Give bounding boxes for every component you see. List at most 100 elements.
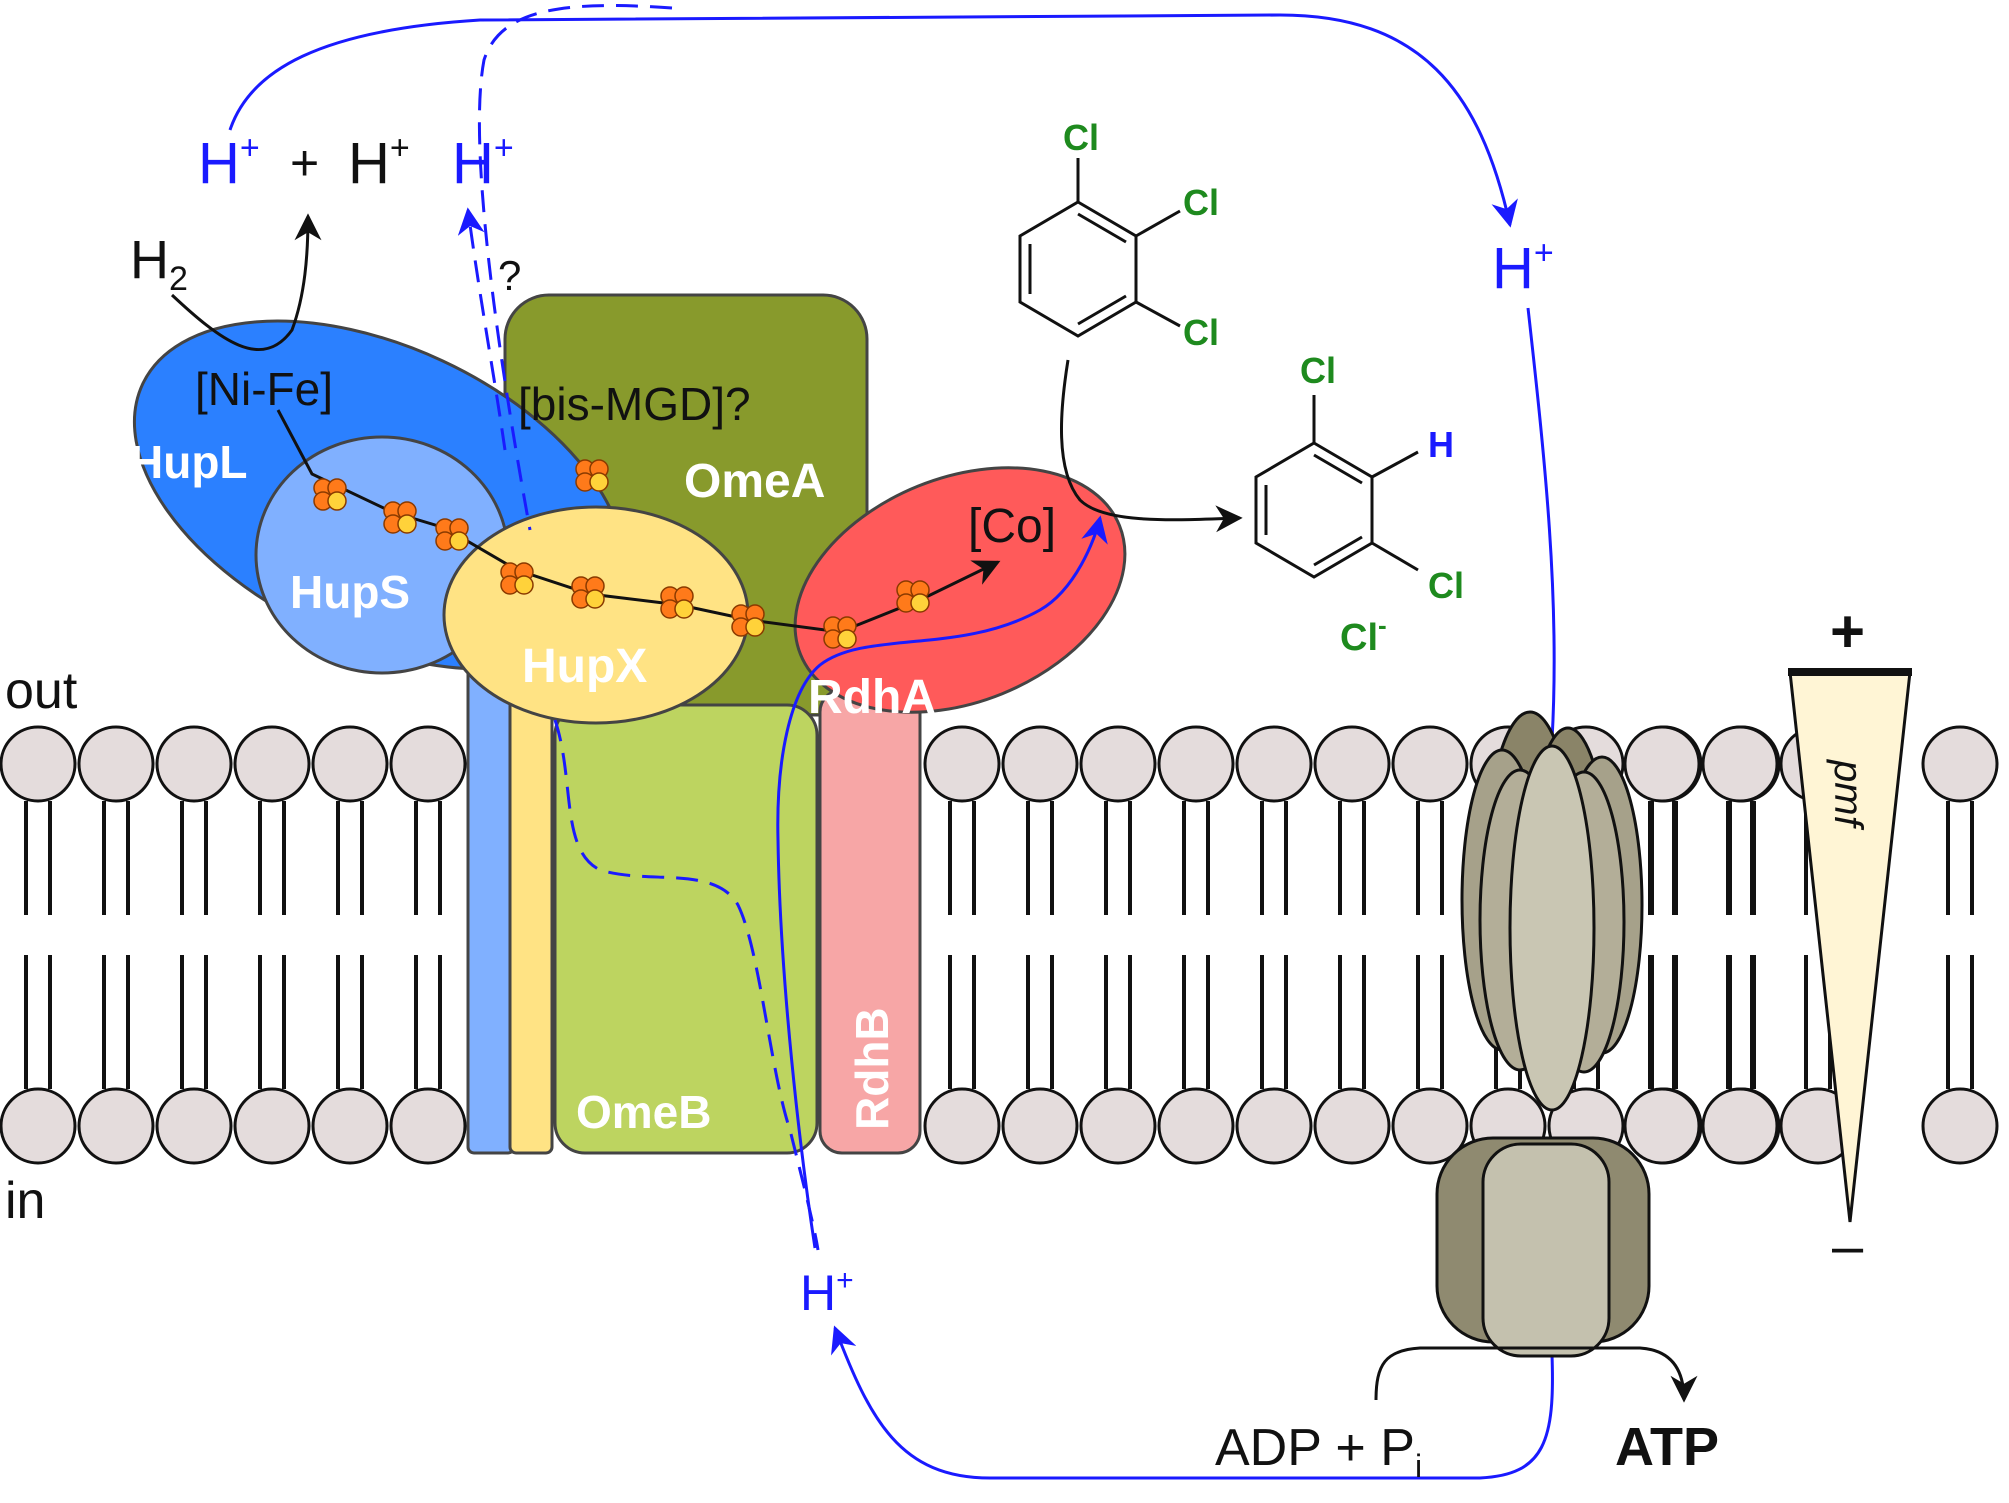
fes-cluster-icon: [313, 478, 347, 511]
chlorine-atom-label: Cl: [1300, 350, 1336, 391]
h-bond: [1371, 450, 1419, 479]
trichlorobenzene-molecule: Cl Cl Cl: [1018, 117, 1219, 353]
benzene-ring-icon: [1254, 441, 1374, 579]
fes-cluster-icon: [660, 586, 694, 619]
fes-cluster-icon: [500, 562, 534, 595]
lipid-head-icon: [389, 725, 467, 803]
membrane-out-label: out: [5, 662, 78, 720]
lipid-head-icon: [1001, 725, 1079, 803]
uncertain-mark: ?: [498, 252, 521, 299]
atp-synthesis-arrow: [1374, 1346, 1698, 1403]
hups-anchor: [466, 638, 516, 1155]
lipid-head-icon: [77, 1087, 155, 1165]
bismgd-cofactor-label: [bis-MGD]?: [518, 378, 751, 430]
lipid-head-icon: [1623, 725, 1701, 803]
lipid-head-icon: [1313, 1087, 1391, 1165]
co-cofactor-label: [Co]: [968, 500, 1056, 553]
aromatic-bond: [1077, 212, 1127, 244]
lipid-head-icon: [0, 1087, 77, 1165]
lipid-head-icon: [1313, 725, 1391, 803]
lipid-head-icon: [1701, 1087, 1779, 1165]
lipid-head-icon: [1391, 725, 1469, 803]
lipid-head-icon: [1157, 1087, 1235, 1165]
lipid-head-icon: [1001, 1087, 1079, 1165]
lipid-head-icon: [923, 725, 1001, 803]
lipid-head-icon: [1235, 1087, 1313, 1165]
omeb-label: OmeB: [576, 1086, 711, 1138]
dechlorination-arrow: [1059, 359, 1243, 533]
proton-to-atp-synthase: [1526, 307, 1556, 741]
omeb-subunit: [553, 703, 819, 1155]
proton-path-to-cobalt: [776, 515, 1108, 1249]
lipid-head-icon: [155, 725, 233, 803]
lipid-head-icon: [923, 1087, 1001, 1165]
nife-cofactor-label: [Ni-Fe]: [195, 363, 333, 415]
fes-cluster-icon: [435, 518, 469, 551]
fes-cluster-icon: [571, 576, 605, 609]
chlorine-atom-label: Cl: [1183, 312, 1219, 353]
proton-product-black: H+: [348, 129, 410, 196]
hydrogen-atom-label: H: [1428, 424, 1454, 465]
fes-cluster-icon: [823, 616, 857, 649]
dashed-proton-path-membrane: [553, 719, 820, 1251]
lipid-head-icon: [1921, 1087, 1999, 1165]
h2-oxidation-arrow: [170, 213, 322, 351]
pmf-label: pmf: [1826, 759, 1870, 831]
proton-arc-top: [228, 13, 1518, 228]
hups-label: HupS: [290, 566, 410, 618]
aromatic-bond: [1077, 294, 1127, 326]
benzene-ring-icon: [1018, 200, 1138, 338]
proton-product-blue: H+: [198, 129, 260, 196]
lipid-head-icon: [0, 725, 77, 803]
aromatic-bond: [1313, 453, 1363, 485]
lipid-head-icon: [1921, 725, 1999, 803]
dichlorobenzene-molecule: Cl H Cl: [1254, 350, 1464, 606]
rdha-subunit: [793, 466, 1127, 714]
rdha-label: RdhA: [808, 671, 936, 724]
fes-cluster-icon: [575, 459, 609, 492]
lipid-head-icon: [1623, 1087, 1701, 1165]
proton-dashed: H+: [452, 129, 514, 196]
lipid-head-icon: [311, 725, 389, 803]
cl-bond: [1135, 300, 1181, 328]
lipid-head-icon: [1079, 725, 1157, 803]
adp-pi-label: ADP + Pi: [1215, 1419, 1422, 1484]
lipid-head-icon: [233, 1087, 311, 1165]
fes-cluster-icon: [896, 580, 930, 613]
lipid-head-icon: [1701, 725, 1779, 803]
membrane-in-label: in: [5, 1172, 45, 1230]
lipid-head-icon: [1391, 1087, 1469, 1165]
chlorine-atom-label: Cl: [1428, 565, 1464, 606]
lipid-head-icon: [155, 1087, 233, 1165]
lipid-head-icon: [233, 725, 311, 803]
atp-synthase: [1435, 710, 1651, 1358]
atp-label: ATP: [1615, 1417, 1719, 1477]
atp-synthase-f1-front: [1481, 1142, 1611, 1358]
hupx-anchor: [508, 658, 554, 1155]
lipid-head-icon: [77, 725, 155, 803]
lipid-head-icon: [1079, 1087, 1157, 1165]
plus-sign: +: [290, 135, 319, 191]
hupx-label: HupX: [522, 640, 647, 693]
chloride-ion-label: Cl-: [1340, 610, 1387, 659]
lipid-heads: [0, 725, 1999, 1165]
cl-bond: [1371, 541, 1419, 572]
proton-return-loop: [831, 1325, 1554, 1480]
omea-label: OmeA: [684, 455, 825, 508]
dashed-proton-arrow: [457, 207, 507, 451]
proton-outside-right: H+: [1492, 234, 1554, 301]
lipid-head-icon: [1235, 725, 1313, 803]
rdhb-label: RdhB: [846, 1007, 898, 1130]
fes-cluster-icon: [731, 604, 765, 637]
proton-inside: H+: [800, 1264, 854, 1321]
pmf-minus: –: [1832, 1214, 1864, 1277]
hupl-label: HupL: [130, 436, 248, 488]
fes-cluster-icon: [383, 501, 417, 534]
aromatic-bond: [1313, 535, 1363, 567]
fes-clusters: [313, 459, 930, 649]
cl-bond: [1135, 209, 1181, 238]
dashed-proton-path-top: [477, 4, 673, 531]
h2-label: H2: [130, 230, 188, 298]
